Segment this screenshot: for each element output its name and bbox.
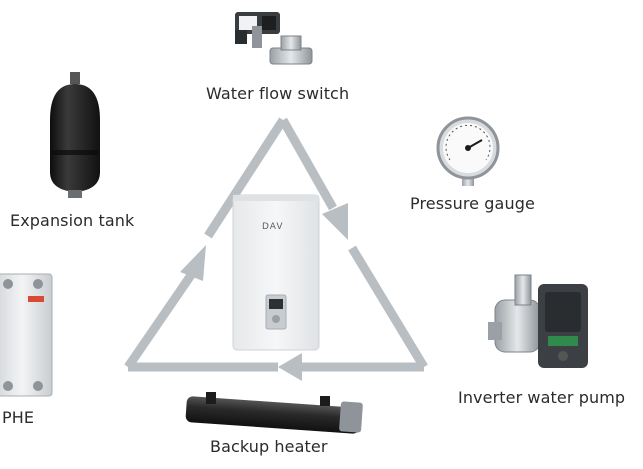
loop-arrow-left-icon (180, 245, 206, 281)
pressure-gauge-label: Pressure gauge (410, 194, 535, 213)
water-pump-photo (488, 274, 588, 368)
tank-body (50, 84, 100, 192)
loop-right-lower (348, 245, 428, 370)
indoor-unit (232, 194, 320, 351)
loop-right-upper (279, 117, 337, 211)
loop-arrows (124, 117, 428, 381)
backup-heater-photo (185, 392, 363, 434)
flow-switch-photo (235, 12, 313, 65)
indoor-unit-top-edge (233, 195, 319, 201)
backup-heater-label: Backup heater (210, 437, 328, 456)
loop-arrow-right-icon (322, 203, 348, 240)
heater-tube (185, 396, 361, 434)
control-display (269, 299, 283, 309)
phe-photo (0, 273, 53, 397)
control-knob-icon (272, 315, 280, 323)
phe-body (0, 273, 53, 397)
water-pump-label: Inverter water pump (458, 388, 626, 407)
indoor-unit-logo: DAV (262, 222, 284, 232)
expansion-tank-photo (50, 72, 100, 198)
flow-switch-label: Water flow switch (206, 84, 350, 103)
phe-label: PHE (2, 408, 35, 427)
heater-flange (339, 401, 363, 433)
pump-indicator (548, 336, 578, 346)
loop-left-lower (124, 259, 204, 370)
expansion-tank-label: Expansion tank (10, 211, 135, 230)
loop-left-upper (204, 117, 287, 239)
pressure-gauge-photo (436, 116, 500, 186)
flow-switch-stem (252, 26, 262, 48)
loop-arrow-bottom-icon (278, 353, 302, 381)
phe-brand-tag (28, 296, 44, 302)
